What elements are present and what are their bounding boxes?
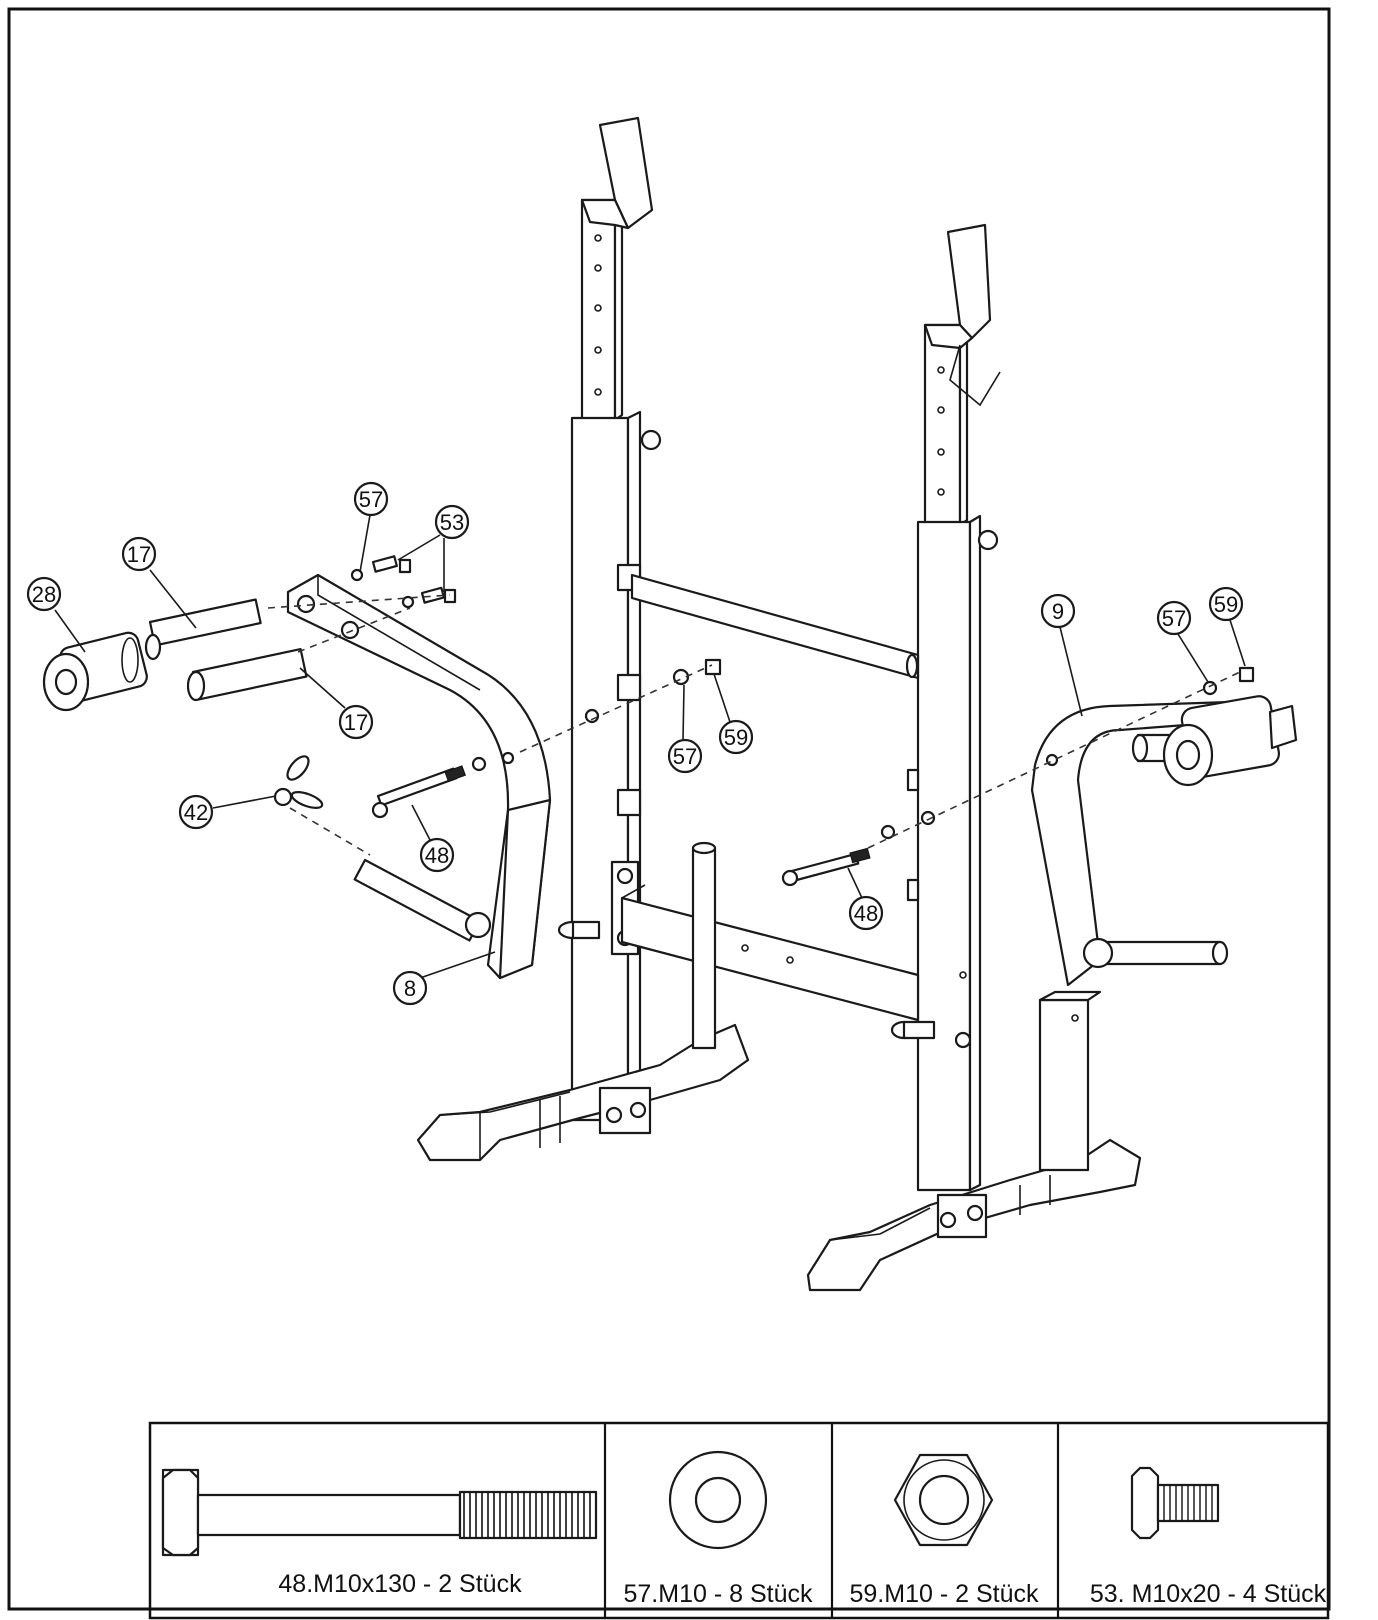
- callout-48b: 48: [854, 901, 878, 926]
- callout-17a: 17: [127, 542, 151, 567]
- callout-59a: 59: [724, 725, 748, 750]
- nut-caption: 59.M10 - 2 Stück: [850, 1580, 1039, 1608]
- callout-48a: 48: [425, 843, 449, 868]
- lower-crossbar: [620, 841, 920, 1050]
- callouts: 57 53 17 28 17 42 48 8 57: [26, 481, 1246, 1006]
- bolt-long-caption: 48.M10x130 - 2 Stück: [278, 1570, 522, 1598]
- left-hardware: [350, 555, 722, 819]
- callout-circle: [353, 481, 389, 517]
- callout-53: 53: [440, 510, 464, 535]
- right-roller: [1162, 695, 1298, 787]
- left-arm-part-8: [286, 573, 552, 980]
- long-bolt-icon: [161, 1468, 598, 1557]
- clip-part-42: [273, 755, 324, 809]
- nut-icon: [893, 1453, 994, 1547]
- right-foot: [806, 1138, 1142, 1292]
- right-post-tower: [1038, 990, 1102, 1172]
- upper-crossbar: [630, 573, 920, 680]
- callout-17b: 17: [344, 710, 368, 735]
- callout-57a: 57: [359, 487, 383, 512]
- callout-42: 42: [184, 800, 208, 825]
- outer-border: [7, 7, 1331, 1611]
- callout-57c: 57: [1162, 606, 1186, 631]
- right-upright: [890, 223, 1001, 1192]
- left-tubes-part-17: [144, 598, 308, 702]
- callout-8: 8: [404, 976, 416, 1001]
- right-hardware: [781, 666, 1255, 887]
- washer-caption: 57.M10 - 8 Stück: [624, 1580, 813, 1608]
- parts-table: 48.M10x130 - 2 Stück 57.M10 - 8 Stück 59…: [148, 1421, 1330, 1620]
- left-foot: [416, 1023, 750, 1162]
- short-bolt-icon: [1130, 1466, 1220, 1540]
- bolt-short-caption: 53. M10x20 - 4 Stück: [1090, 1580, 1327, 1608]
- left-upright: [557, 116, 662, 1122]
- callout-59b: 59: [1214, 592, 1238, 617]
- callout-9: 9: [1052, 599, 1064, 624]
- assembly-dashed-lines: [267, 594, 1241, 856]
- left-roller-part-28: [42, 631, 148, 712]
- washer-icon: [668, 1450, 768, 1550]
- callout-28: 28: [32, 582, 56, 607]
- callout-57b: 57: [673, 744, 697, 769]
